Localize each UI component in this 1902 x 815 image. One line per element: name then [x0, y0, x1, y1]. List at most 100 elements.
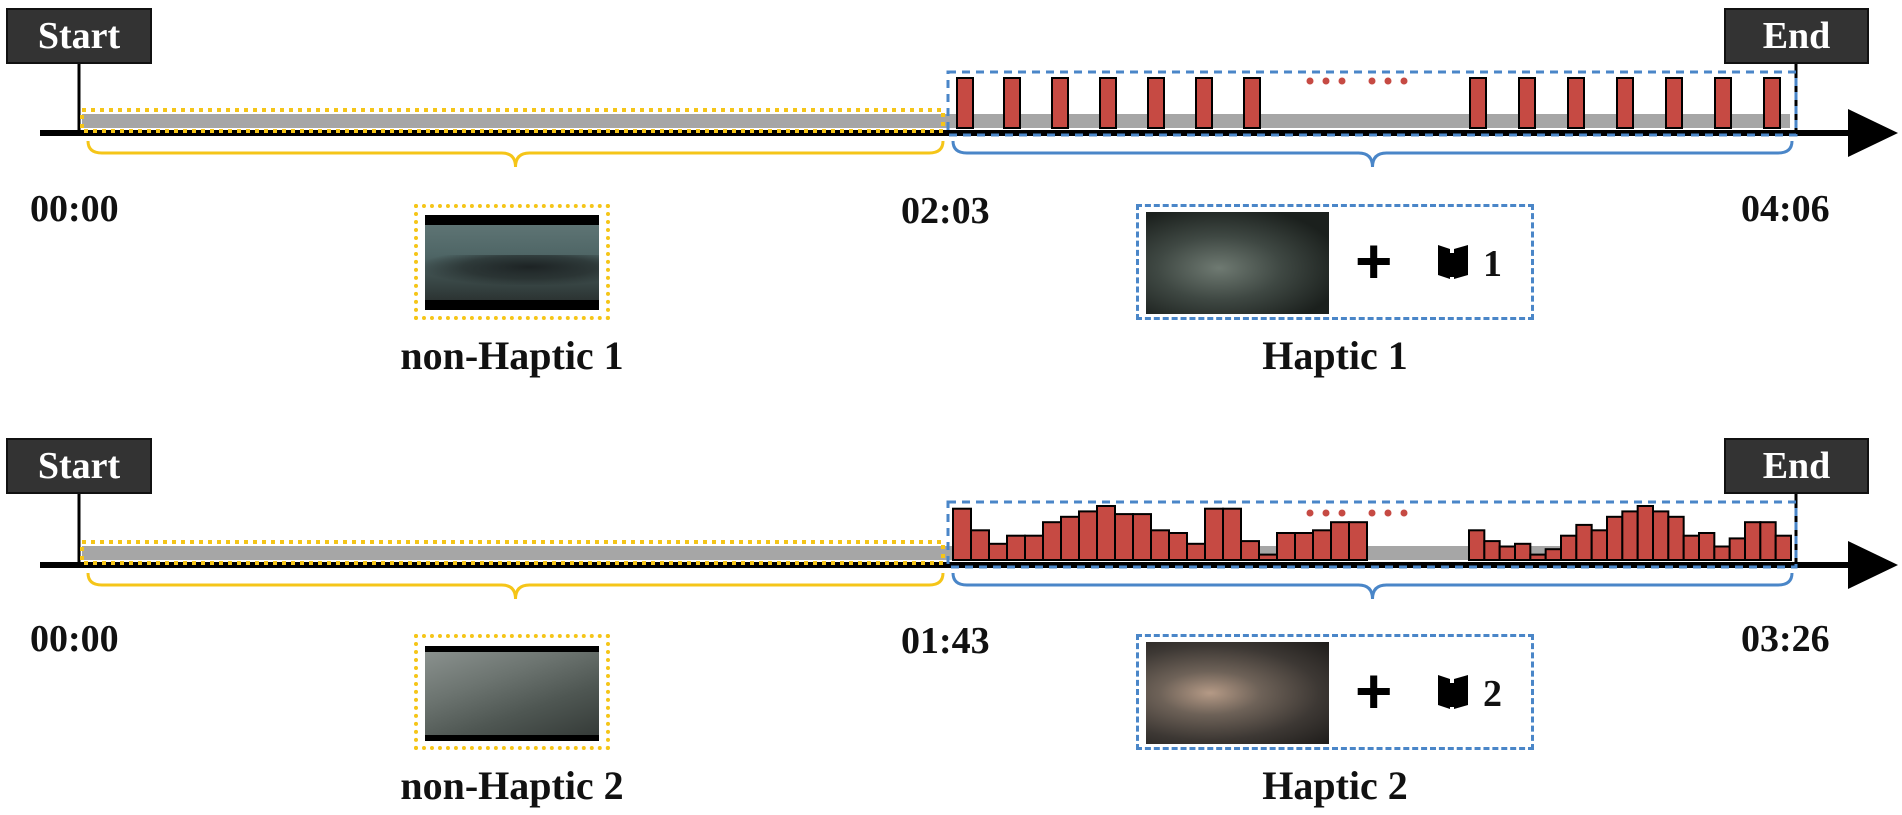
- haptic-intensity-bar: [1652, 510, 1670, 561]
- haptic-pulse-bar: [1665, 77, 1683, 129]
- ellipsis-dot: [1306, 77, 1314, 85]
- non-haptic-thumbnail-frame: [414, 204, 610, 320]
- haptic-intensity-bar: [1294, 532, 1314, 561]
- haptic-intensity-bar: [1621, 510, 1639, 561]
- haptic-pulse-bar: [1099, 77, 1117, 129]
- ellipsis-dot: [1384, 77, 1392, 85]
- time-start-label: 00:00: [30, 618, 119, 660]
- haptic-label: Haptic 1: [1262, 333, 1408, 378]
- battle-scene-thumbnail: [425, 215, 599, 310]
- haptic-pulse-bar: [1469, 77, 1487, 129]
- non-haptic-label: non-Haptic 1: [400, 333, 624, 378]
- haptic-pulse-bar: [1763, 77, 1781, 129]
- haptic-intensity-bar: [1042, 521, 1062, 562]
- haptic-intensity-bar: [1078, 510, 1098, 561]
- ellipsis-dot: [1400, 77, 1408, 85]
- rescue-scene-thumbnail: [425, 646, 599, 741]
- haptic-intensity-bar: [1150, 529, 1170, 561]
- haptic-label: Haptic 2: [1262, 763, 1408, 808]
- haptic-intensity-bar: [1514, 542, 1532, 561]
- haptic-intensity-bar: [1168, 532, 1188, 561]
- haptic-segment-outline: [946, 70, 1798, 137]
- end-marker: End: [1724, 8, 1869, 64]
- ellipsis-dot: [1322, 509, 1330, 517]
- time-mid-label: 01:43: [901, 620, 990, 662]
- haptic-intensity-bar: [1544, 548, 1562, 562]
- start-marker: Start: [6, 8, 152, 64]
- start-marker: Start: [6, 438, 152, 494]
- haptic-intensity-bar: [1186, 542, 1206, 561]
- haptic-intensity-bar: [1348, 521, 1368, 562]
- ellipsis-dot: [1338, 509, 1346, 517]
- haptic-intensity-bar: [1132, 513, 1152, 561]
- haptic-intensity-bar: [1667, 515, 1685, 561]
- haptic-pulse-bar: [1714, 77, 1732, 129]
- haptic-intensity-bar: [1713, 545, 1731, 561]
- time-end-label: 04:06: [1741, 188, 1830, 230]
- plus-icon: +: [1355, 225, 1393, 297]
- non-haptic-thumbnail-frame: [414, 634, 610, 750]
- ellipsis-dot: [1368, 77, 1376, 85]
- haptic-intensity-bar: [1468, 529, 1486, 561]
- haptic-glove-icon: [1438, 245, 1468, 279]
- haptic-thumbnail-frame: + 2: [1136, 634, 1534, 750]
- non-haptic-label: non-Haptic 2: [400, 763, 624, 808]
- haptic-intensity-bar: [970, 529, 990, 561]
- haptic-intensity-bar: [1060, 515, 1080, 561]
- haptic-intensity-bar: [1590, 529, 1608, 561]
- haptic-pattern-number: 1: [1483, 243, 1502, 285]
- haptic-segment-outline: [946, 500, 1798, 569]
- haptic-pulse-bar: [956, 77, 974, 129]
- ellipsis-dot: [1306, 509, 1314, 517]
- haptic-intensity-bar: [1759, 521, 1777, 562]
- axis-arrowhead: [1848, 541, 1898, 589]
- haptic-pulse-bar: [1051, 77, 1069, 129]
- ellipsis-dot: [1384, 509, 1392, 517]
- haptic-intensity-bar: [1276, 532, 1296, 561]
- haptic-intensity-bar: [952, 507, 972, 562]
- haptic-intensity-bar: [1204, 507, 1224, 562]
- time-mid-label: 02:03: [901, 190, 990, 232]
- axis-arrowhead: [1848, 109, 1898, 157]
- haptic-intensity-bar: [1024, 534, 1044, 562]
- haptic-intensity-bar: [1330, 521, 1350, 562]
- haptic-pulse-bar: [1147, 77, 1165, 129]
- haptic-intensity-bar: [1744, 521, 1762, 562]
- haptic-intensity-bar: [1682, 534, 1700, 562]
- haptic-intensity-bar: [1483, 540, 1501, 561]
- haptic-pulse-bar: [1567, 77, 1585, 129]
- haptic-pulse-bar: [1518, 77, 1536, 129]
- haptic-intensity-bar: [1560, 534, 1578, 562]
- haptic-intensity-bar: [1636, 505, 1654, 561]
- haptic-intensity-bar: [1096, 505, 1116, 561]
- ellipsis-dot: [1338, 77, 1346, 85]
- haptic-brace: [951, 572, 1794, 600]
- haptic-intensity-bar: [1312, 529, 1332, 561]
- haptic-intensity-bar: [1529, 553, 1547, 561]
- haptic-thumbnail-frame: + 1: [1136, 204, 1534, 320]
- end-marker: End: [1724, 438, 1869, 494]
- timeline-track: [82, 114, 1790, 128]
- haptic-brace: [951, 140, 1794, 168]
- haptic-intensity-bar: [1728, 537, 1746, 562]
- haptic-intensity-bar: [1575, 523, 1593, 562]
- haptic-pulse-bar: [1243, 77, 1261, 129]
- plus-icon: +: [1355, 655, 1393, 727]
- haptic-intensity-bar: [1774, 534, 1792, 562]
- ellipsis-dot: [1368, 509, 1376, 517]
- haptic-pulse-bar: [1616, 77, 1634, 129]
- haptic-intensity-bar: [1698, 532, 1716, 561]
- haptic-intensity-bar: [1258, 553, 1278, 561]
- haptic-glove-icon: [1438, 675, 1468, 709]
- haptic-intensity-bar: [1240, 540, 1260, 561]
- haptic-intensity-bar: [1114, 513, 1134, 561]
- haptic-pulse-bar: [1003, 77, 1021, 129]
- non-haptic-brace: [86, 140, 945, 168]
- haptic-intensity-bar: [988, 542, 1008, 561]
- survivor-scene-thumbnail: [1146, 642, 1329, 744]
- haptic-intensity-bar: [1222, 507, 1242, 562]
- ellipsis-dot: [1322, 77, 1330, 85]
- time-end-label: 03:26: [1741, 618, 1830, 660]
